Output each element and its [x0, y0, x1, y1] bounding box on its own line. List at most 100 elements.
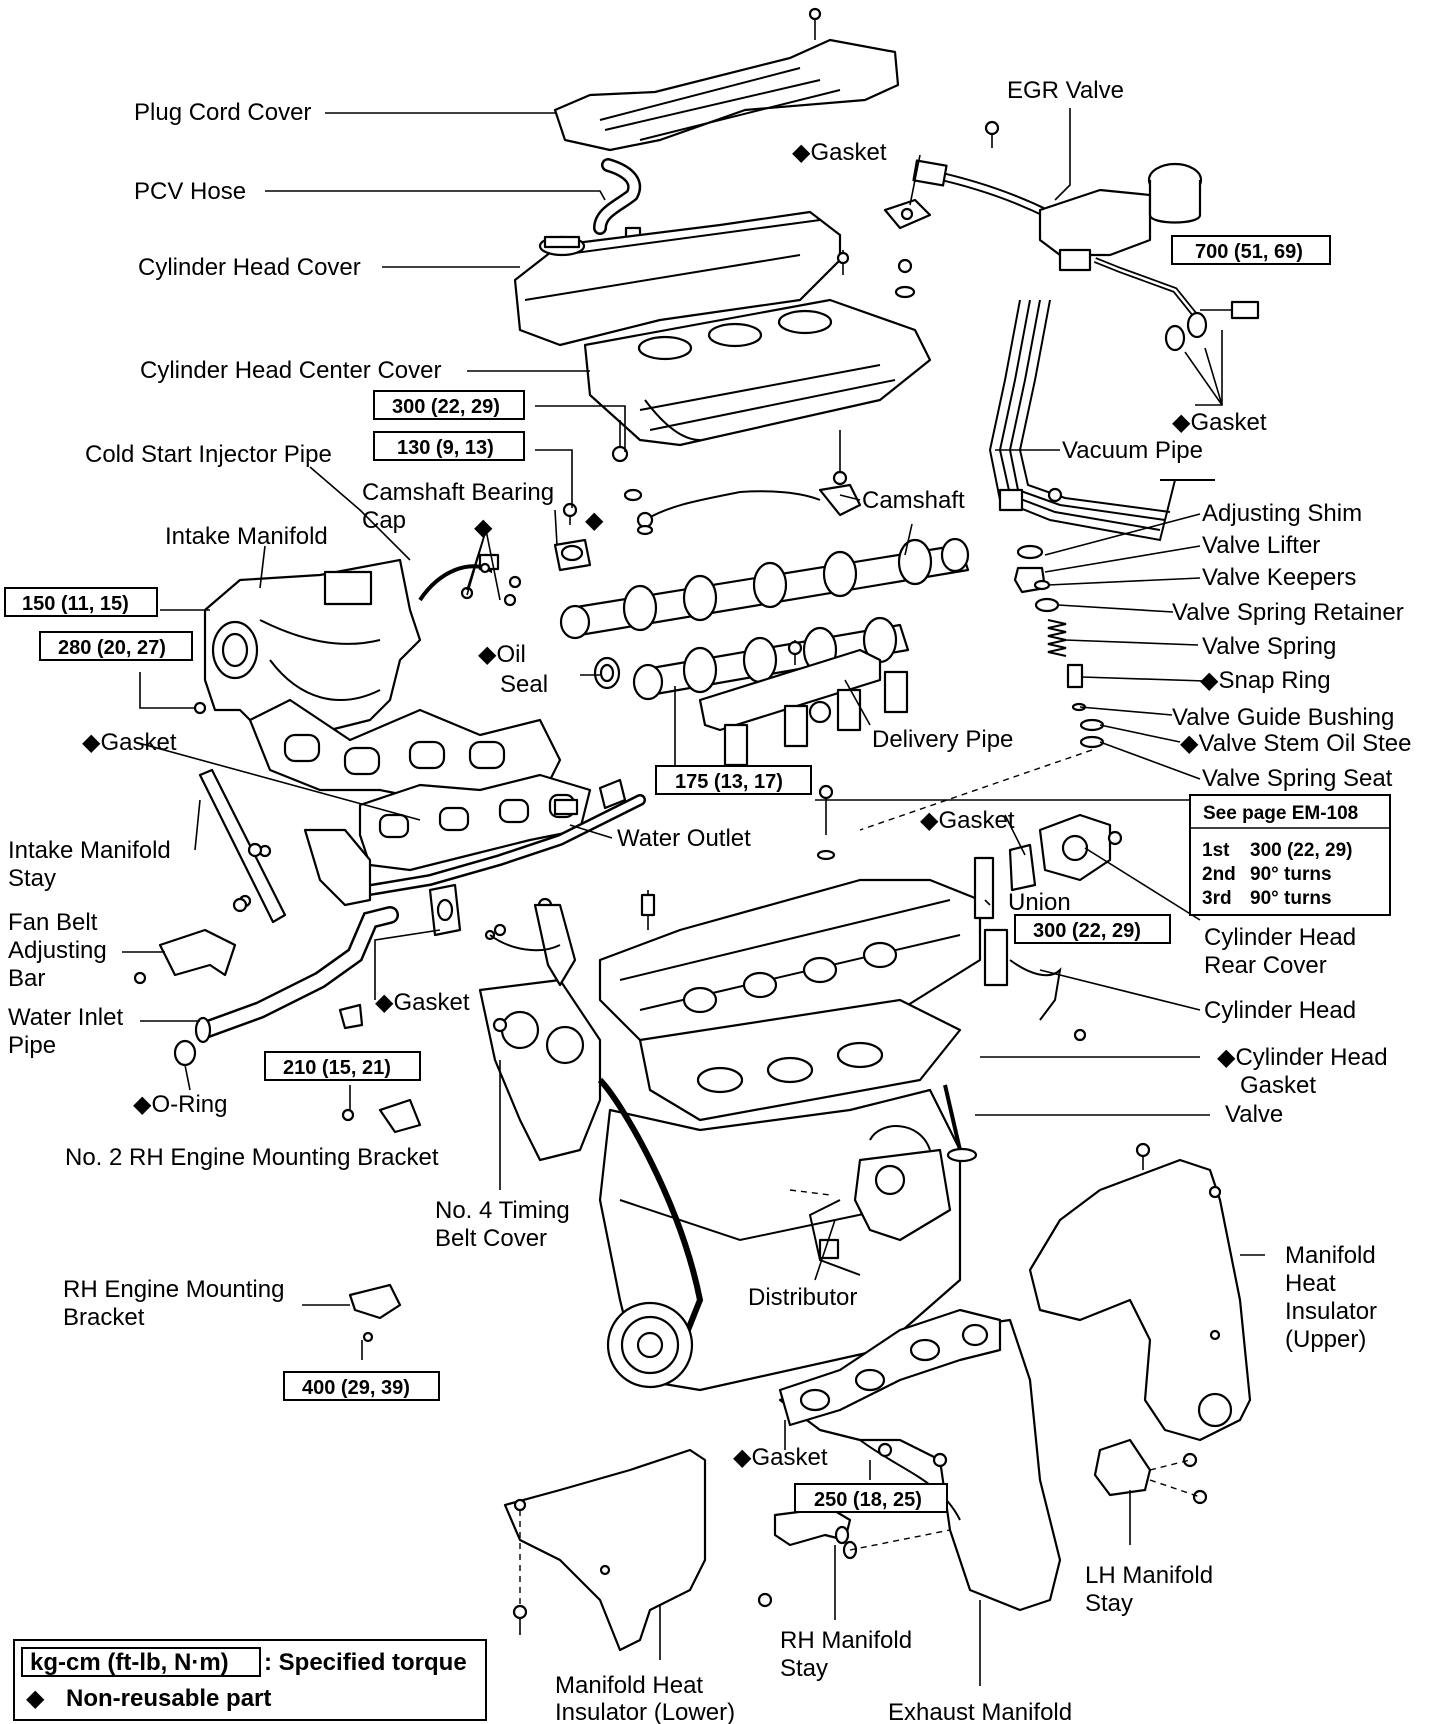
label-camshaft-bearing-cap-line1: Camshaft Bearing: [362, 479, 554, 506]
camshaft-position-lead-drawing: [623, 483, 862, 536]
label-manifold-heat-insulator-upper-line4: (Upper): [1285, 1326, 1366, 1353]
label-lh-manifold-stay-line1: LH Manifold: [1085, 1562, 1213, 1589]
o-ring-text: O-Ring: [151, 1091, 227, 1118]
label-manifold-heat-insulator-upper-line3: Insulator: [1285, 1298, 1377, 1325]
manifold-heat-insulator-upper-drawing: [1028, 1142, 1252, 1442]
label-cylinder-head: Cylinder Head: [1204, 997, 1356, 1024]
label-snap-ring: ◆Snap Ring: [1200, 667, 1331, 694]
intake-manifold-drawing: [203, 558, 562, 802]
legend-nonreusable-desc: Non-reusable part: [66, 1685, 271, 1712]
nonreusable-marker: ◆: [375, 989, 394, 1016]
torque-130: 130 (9, 13): [397, 437, 494, 459]
label-cold-start-injector-pipe: Cold Start Injector Pipe: [85, 441, 332, 468]
legend-torque-desc: : Specified torque: [264, 1649, 467, 1676]
oil-text: Oil: [496, 641, 525, 668]
label-valve-spring: Valve Spring: [1202, 633, 1336, 660]
head-gasket-text: Cylinder Head: [1235, 1044, 1387, 1071]
label-camshaft: Camshaft: [862, 487, 965, 514]
nonreusable-marker: ◆: [478, 641, 497, 668]
torque-300-union: 300 (22, 29): [1033, 920, 1141, 942]
label-cylinder-head-rear-cover-line2: Rear Cover: [1204, 952, 1327, 979]
head-bolt-spec: See page EM-108 1st 300 (22, 29) 2nd 90°…: [1202, 803, 1358, 909]
label-exhaust-gasket: ◆Gasket: [733, 1444, 828, 1471]
torque-labels: 700 (51, 69) 300 (22, 29) 130 (9, 13) 15…: [22, 241, 1303, 1511]
label-pcv-hose: PCV Hose: [134, 178, 246, 205]
torque-210: 210 (15, 21): [283, 1057, 391, 1079]
label-oil-seal-line1: ◆Oil: [478, 641, 526, 668]
torque-175: 175 (13, 17): [675, 771, 783, 793]
manifold-heat-insulator-lower-drawing: [503, 1448, 707, 1652]
camshafts-drawing: [553, 420, 970, 701]
label-cylinder-head-cover: Cylinder Head Cover: [138, 254, 361, 281]
label-no4-timing-belt-cover-line2: Belt Cover: [435, 1225, 547, 1252]
nonreusable-marker: ◆: [133, 1091, 152, 1118]
water-outlet-gasket-drawing: [428, 883, 462, 937]
spec-step-2: 2nd: [1202, 864, 1236, 885]
label-fan-belt-adjusting-bar-line2: Adjusting: [8, 937, 107, 964]
label-cylinder-head-gasket-line2: Gasket: [1240, 1072, 1316, 1099]
label-vacuum-pipe: Vacuum Pipe: [1062, 437, 1203, 464]
label-rh-manifold-stay-line2: Stay: [780, 1655, 828, 1682]
label-oil-seal-line2: Seal: [500, 671, 548, 698]
torque-700: 700 (51, 69): [1195, 241, 1303, 263]
label-adjusting-shim: Adjusting Shim: [1202, 500, 1362, 527]
vacuum-pipe-drawing: [988, 299, 1215, 542]
rh-engine-mounting-bracket-drawing: [348, 1283, 402, 1343]
spec-value-3: 90° turns: [1250, 888, 1332, 909]
no4-timing-belt-cover-drawing: [478, 978, 602, 1162]
water-inlet-pipe-drawing: [173, 906, 399, 1067]
label-valve-spring-retainer: Valve Spring Retainer: [1172, 599, 1404, 626]
label-egr-gasket: ◆Gasket: [792, 139, 887, 166]
label-exhaust-manifold: Exhaust Manifold: [888, 1699, 1072, 1724]
label-valve: Valve: [1225, 1101, 1283, 1128]
label-water-outlet-gasket: ◆Gasket: [375, 989, 470, 1016]
label-manifold-heat-insulator-upper-line2: Heat: [1285, 1270, 1336, 1297]
legend: kg-cm (ft-lb, N·m) : Specified torque ◆ …: [26, 1649, 467, 1712]
spec-reference: See page EM-108: [1203, 803, 1358, 824]
label-valve-stem-oil-seal: ◆Valve Stem Oil Stee: [1180, 730, 1411, 757]
nonreusable-marker: ◆: [733, 1444, 752, 1471]
lh-manifold-stay-drawing: [1093, 1438, 1208, 1505]
oil-seal-drawing: [593, 656, 621, 690]
gasket-text: Gasket: [393, 989, 469, 1016]
spec-step-3: 3rd: [1202, 888, 1232, 909]
label-camshaft-bearing-cap-line2: Cap: [362, 507, 406, 534]
label-cylinder-head-center-cover: Cylinder Head Center Cover: [140, 357, 441, 384]
legend-diamond: ◆: [26, 1685, 45, 1712]
label-egr-pipe-gasket: ◆Gasket: [1172, 409, 1267, 436]
valve-stem-text: Valve Stem Oil Stee: [1198, 730, 1411, 757]
label-no2-rh-engine-mounting-bracket: No. 2 RH Engine Mounting Bracket: [65, 1144, 439, 1171]
gasket-text: Gasket: [100, 729, 176, 756]
torque-280: 280 (20, 27): [58, 637, 166, 659]
label-rh-manifold-stay-line1: RH Manifold: [780, 1627, 912, 1654]
label-camshaft-seal-marker: ◆: [585, 507, 604, 534]
fan-belt-adjusting-bar-drawing: [133, 928, 237, 985]
nonreusable-marker: ◆: [82, 729, 101, 756]
pcv-hose-drawing: [593, 158, 642, 242]
cylinder-head-center-cover-drawing: [583, 298, 932, 447]
legend-torque-unit: kg-cm (ft-lb, N·m): [30, 1649, 229, 1676]
delivery-pipe-drawing: [698, 640, 909, 767]
label-distributor: Distributor: [748, 1284, 857, 1311]
nonreusable-marker: ◆: [1200, 667, 1219, 694]
gasket-text: Gasket: [1190, 409, 1266, 436]
label-intake-manifold-stay-line2: Stay: [8, 865, 56, 892]
egr-valve-drawing: [912, 120, 1260, 352]
label-rear-cover-gasket: ◆Gasket: [920, 807, 1015, 834]
label-union: Union: [1008, 889, 1071, 916]
label-valve-lifter: Valve Lifter: [1202, 532, 1320, 559]
rh-manifold-stay-drawing: [757, 1506, 951, 1608]
cylinder-head-cover-drawing: [513, 210, 916, 347]
valve-drawing: [943, 1084, 978, 1163]
label-no4-timing-belt-cover-line1: No. 4 Timing: [435, 1197, 570, 1224]
torque-250: 250 (18, 25): [814, 1489, 922, 1511]
label-intake-manifold-stay-line1: Intake Manifold: [8, 837, 171, 864]
spec-value-1: 300 (22, 29): [1250, 840, 1352, 861]
torque-boxes: [4, 235, 1391, 1721]
label-valve-guide-bushing: Valve Guide Bushing: [1172, 704, 1394, 731]
gasket-text: Gasket: [810, 139, 886, 166]
label-water-inlet-pipe-line2: Pipe: [8, 1032, 56, 1059]
label-fan-belt-adjusting-bar-line3: Bar: [8, 965, 45, 992]
snap-ring-text: Snap Ring: [1218, 667, 1330, 694]
no2-rh-engine-mounting-bracket-drawing: [341, 1098, 422, 1134]
